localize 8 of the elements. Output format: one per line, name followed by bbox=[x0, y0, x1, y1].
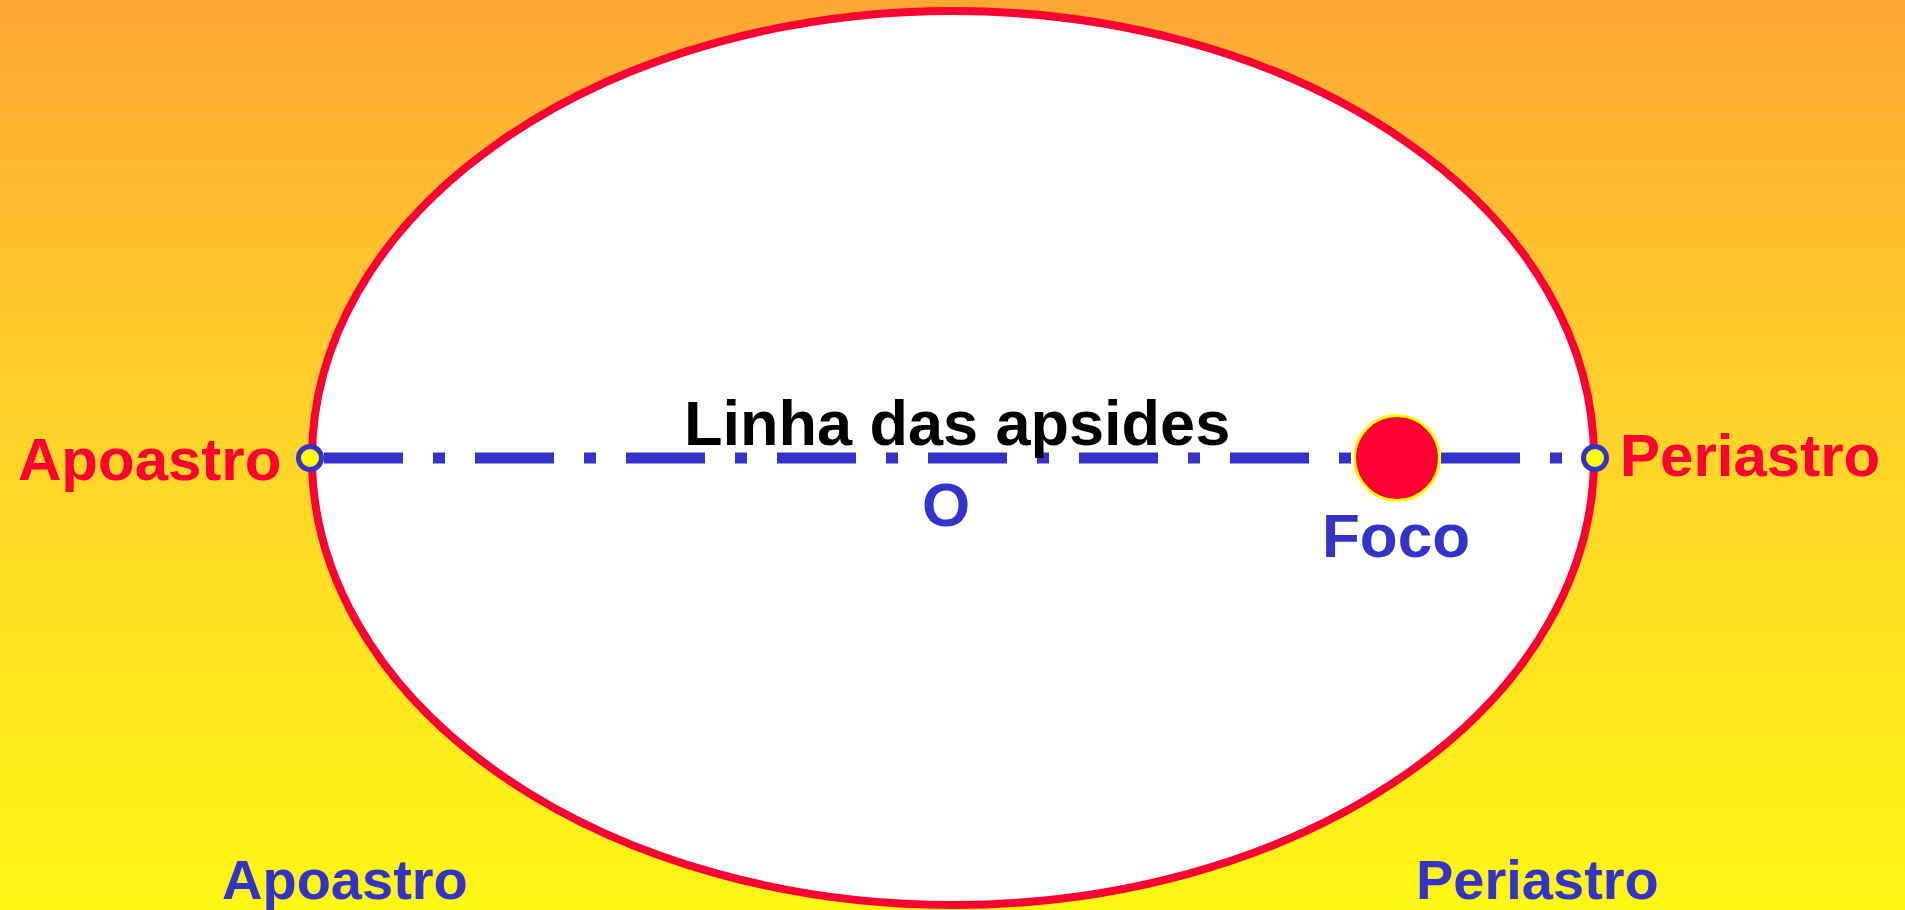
point-label: Periastro bbox=[1620, 426, 1881, 486]
center-label: O bbox=[922, 474, 971, 536]
point-label: Periastro bbox=[1416, 852, 1659, 908]
apsis-point bbox=[296, 444, 324, 472]
point-label: Foco bbox=[1322, 505, 1471, 567]
apsides-line bbox=[324, 452, 1353, 464]
point-label: Apoastro bbox=[18, 430, 282, 490]
apsis-point bbox=[1581, 444, 1609, 472]
